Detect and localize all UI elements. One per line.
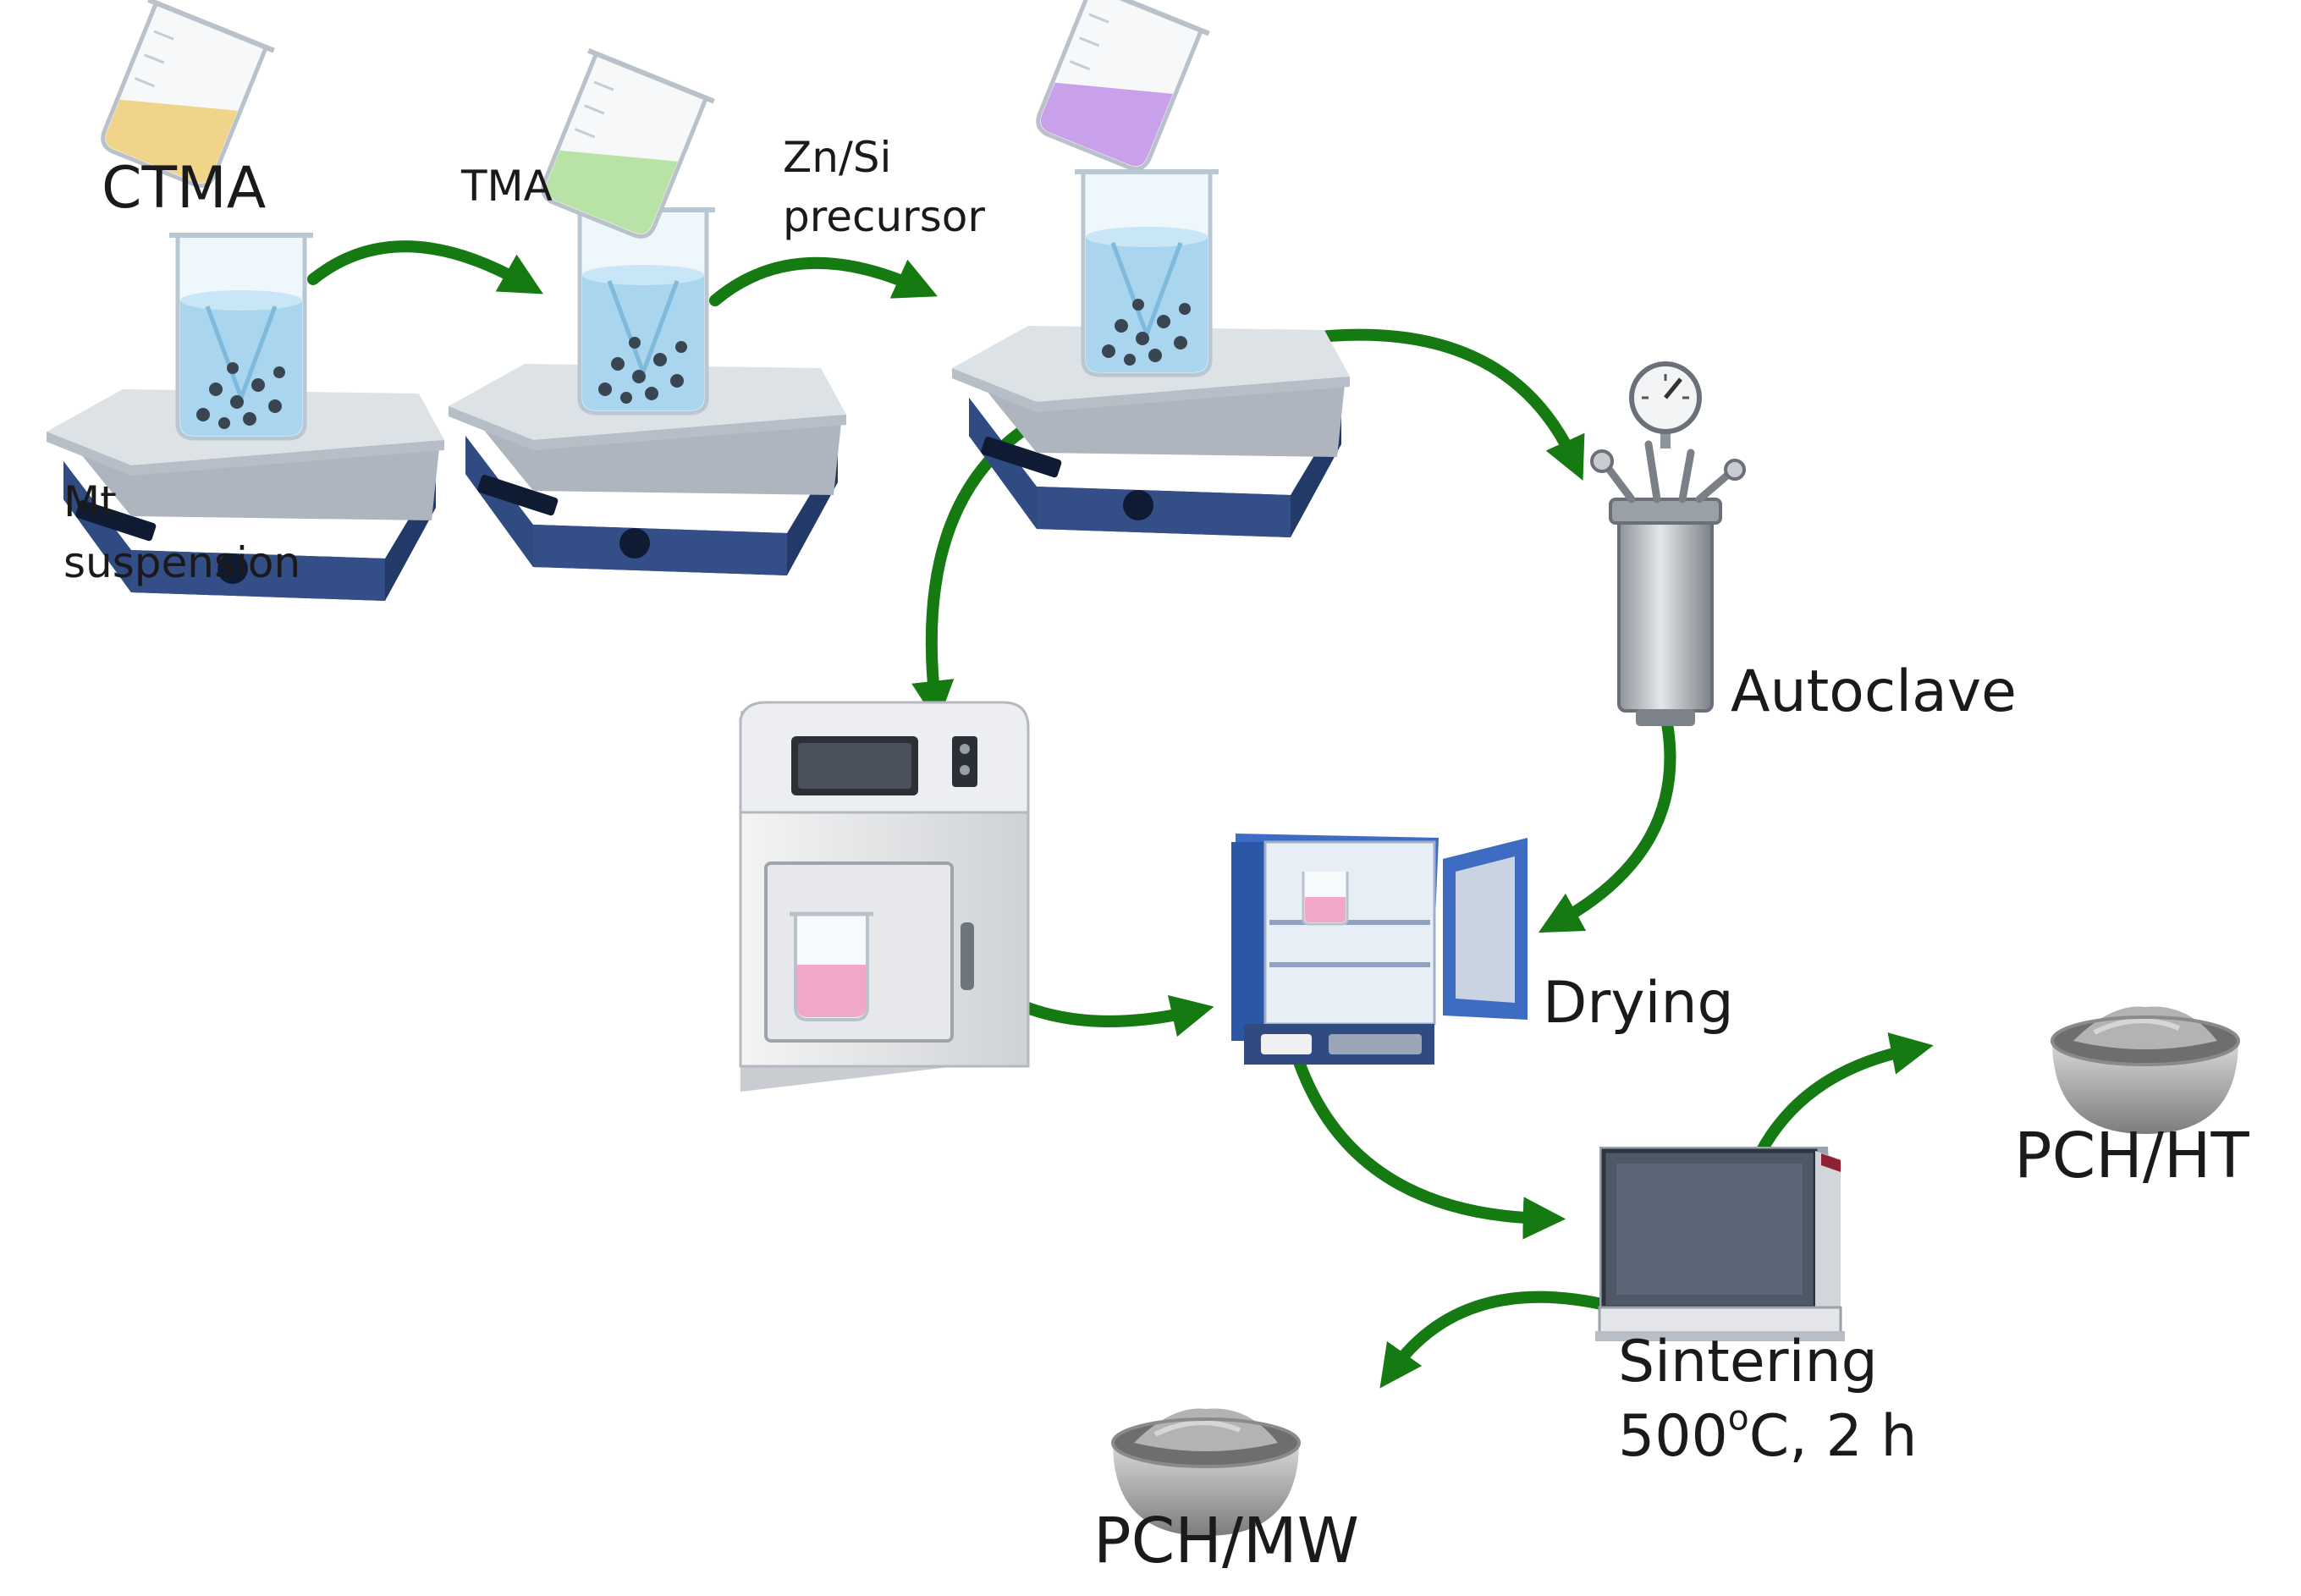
arrow-furnace-to-pch-mw [1379, 1291, 1622, 1389]
arrow-autoclave-to-oven [1538, 718, 1676, 933]
autoclave-label: Autoclave [1731, 658, 2017, 725]
arrow-stirrer-to-autoclave [1297, 328, 1585, 481]
mt-suspension-label-line2: suspension [63, 538, 301, 587]
magnetic-stirrer-icon [952, 172, 1350, 537]
pch-ht-label: PCH/HT [2014, 1120, 2249, 1192]
degree-mark: o [1727, 1397, 1749, 1439]
sintering-temp-value: 500 [1618, 1403, 1728, 1470]
tma-label: TMA [461, 162, 553, 211]
pch-mw-label: PCH/MW [1093, 1505, 1359, 1577]
precursor-label-line2: precursor [783, 192, 985, 241]
drying-label: Drying [1543, 970, 1734, 1037]
arrow-oven-to-furnace [1293, 1056, 1566, 1240]
ctma-label: CTMA [102, 155, 267, 222]
pouring-beaker-icon [1026, 0, 1209, 176]
microwave-reactor-icon [739, 701, 1030, 1092]
arrow-tma-to-precursor [709, 256, 938, 306]
arrow-ctma-to-tma [307, 240, 543, 294]
sintering-label-line1: Sintering [1618, 1329, 1878, 1395]
mt-suspension-label-line1: Mt [63, 477, 117, 526]
sintering-time-value: C, 2 h [1748, 1403, 1918, 1470]
sintering-conditions-label: 500oC, 2 h [1618, 1401, 1918, 1470]
furnace-icon [1595, 1147, 1845, 1341]
drying-oven-icon [1231, 834, 1528, 1065]
autoclave-icon [1590, 361, 1746, 726]
precursor-label-line1: Zn/Si [783, 133, 892, 182]
bowl-icon [2052, 1007, 2238, 1135]
